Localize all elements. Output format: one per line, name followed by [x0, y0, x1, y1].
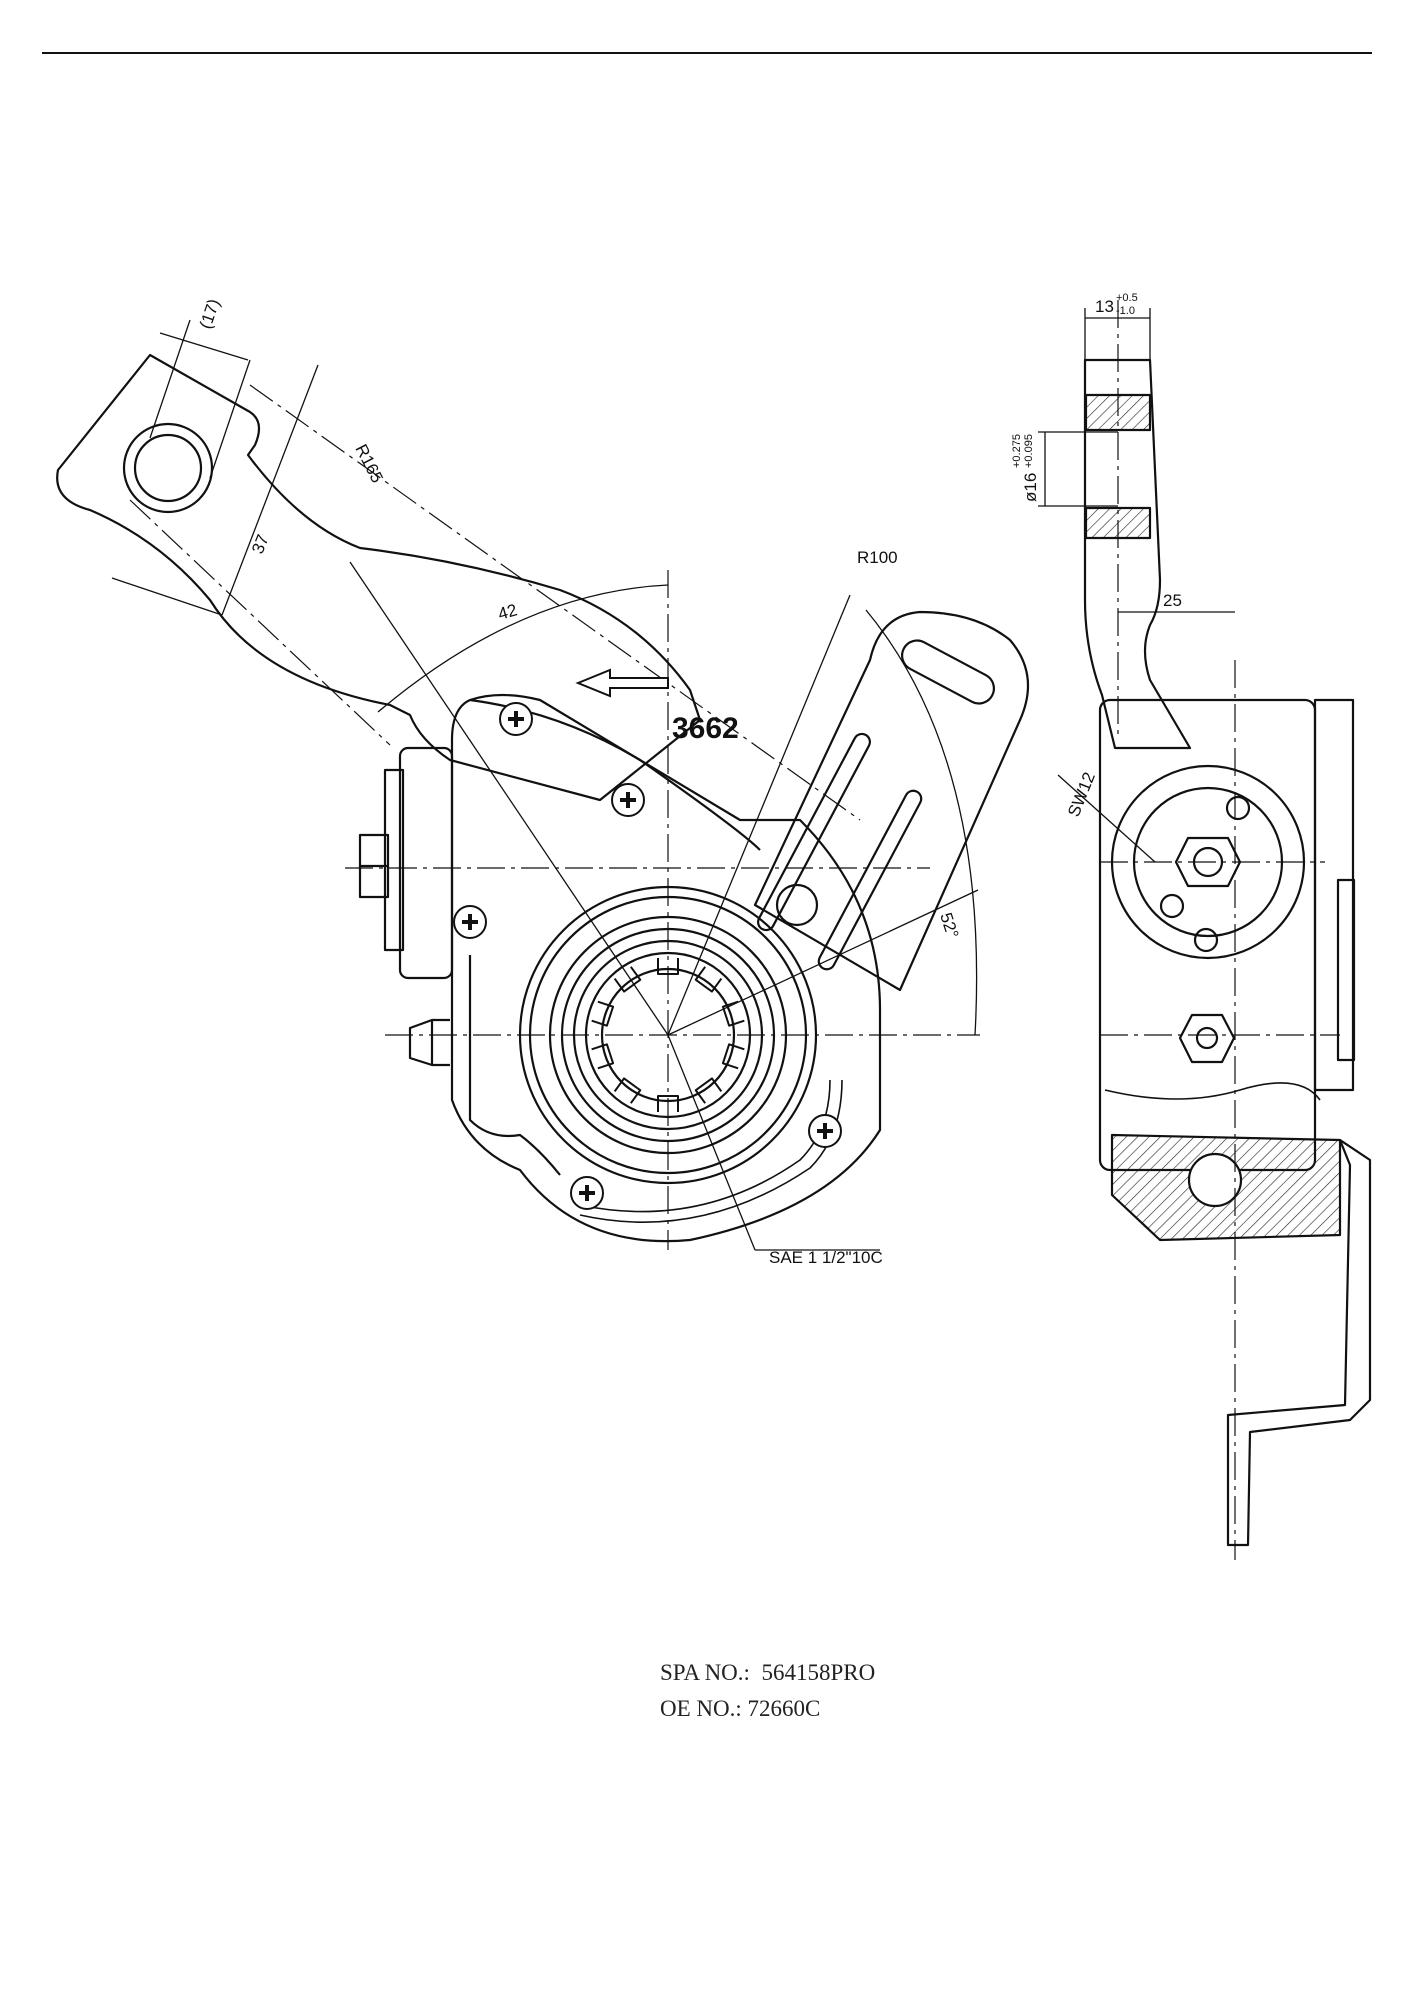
oe-number-row: OE NO.: 72660C	[660, 1691, 875, 1727]
front-view	[56, 353, 1030, 1243]
control-arm-slot-left	[757, 732, 871, 932]
screw-icon	[808, 1114, 842, 1148]
side-bolt-hole	[1159, 893, 1185, 919]
dim-13: 13	[1095, 297, 1114, 316]
spa-label: SPA NO.:	[660, 1660, 750, 1685]
centerlines-front	[129, 384, 980, 1250]
dim-r100: R100	[857, 548, 898, 567]
dim-dia16-tol-upper: +0.275	[1011, 434, 1023, 468]
dimension-lines-side	[1038, 308, 1235, 863]
side-hex-nut	[1174, 836, 1242, 888]
oe-value: 72660C	[747, 1696, 821, 1721]
adjuster-boss	[398, 746, 454, 980]
control-arm-slot-right	[817, 789, 923, 971]
side-flange	[1313, 698, 1355, 1092]
screw-icon	[611, 783, 645, 817]
adjuster-plate	[383, 768, 405, 952]
oe-label: OE NO.:	[660, 1696, 742, 1721]
dim-42: 42	[496, 600, 519, 623]
lever-arm	[56, 353, 702, 802]
dimension-lines-front	[111, 319, 979, 1251]
dim-13-tol-upper: +0.5	[1116, 292, 1138, 304]
dim-37: 37	[248, 532, 273, 557]
dim-17: (17)	[196, 297, 224, 332]
dim-r165: R165	[351, 441, 386, 486]
spa-number-row: SPA NO.: 564158PRO	[660, 1655, 875, 1691]
control-arm-pin	[775, 883, 819, 927]
direction-arrow	[575, 668, 669, 698]
side-grease-nipple	[1178, 1013, 1236, 1064]
dim-25: 25	[1163, 591, 1182, 610]
part-number-label: 3662	[672, 712, 739, 745]
grease-fitting	[408, 1018, 434, 1067]
dim-dia16-tol-lower: +0.095	[1023, 434, 1035, 468]
control-arm-slot-top	[900, 639, 996, 705]
grease-channel	[468, 955, 561, 1176]
screw-icon	[453, 905, 487, 939]
side-arm	[1083, 358, 1192, 750]
screws	[453, 702, 842, 1210]
screw-icon	[499, 702, 533, 736]
dim-52-deg: 52°	[936, 910, 962, 940]
dim-dia16: ø16	[1021, 473, 1040, 502]
spline-teeth	[591, 958, 745, 1112]
side-bracket	[1226, 1138, 1372, 1547]
dim-13-tol-lower: -1.0	[1116, 305, 1135, 317]
screw-icon	[570, 1176, 604, 1210]
spa-value: 564158PRO	[761, 1660, 876, 1685]
spline-spec-label: SAE 1 1/2"10C	[769, 1248, 883, 1267]
clevis-hole-outer	[122, 422, 214, 514]
dim-sw12: SW12	[1064, 769, 1099, 819]
side-bolt-hole	[1193, 927, 1219, 953]
side-flange-lip	[1336, 878, 1356, 1062]
control-arm	[753, 610, 1030, 992]
housing-body	[450, 693, 882, 1243]
part-number-block: SPA NO.: 564158PRO OE NO.: 72660C	[660, 1655, 875, 1727]
centerlines-side	[1100, 300, 1340, 1560]
clevis-hole-inner	[133, 433, 203, 503]
side-bolt-hole	[1225, 795, 1251, 821]
side-bearing	[1187, 1152, 1243, 1208]
side-view	[1083, 358, 1372, 1547]
